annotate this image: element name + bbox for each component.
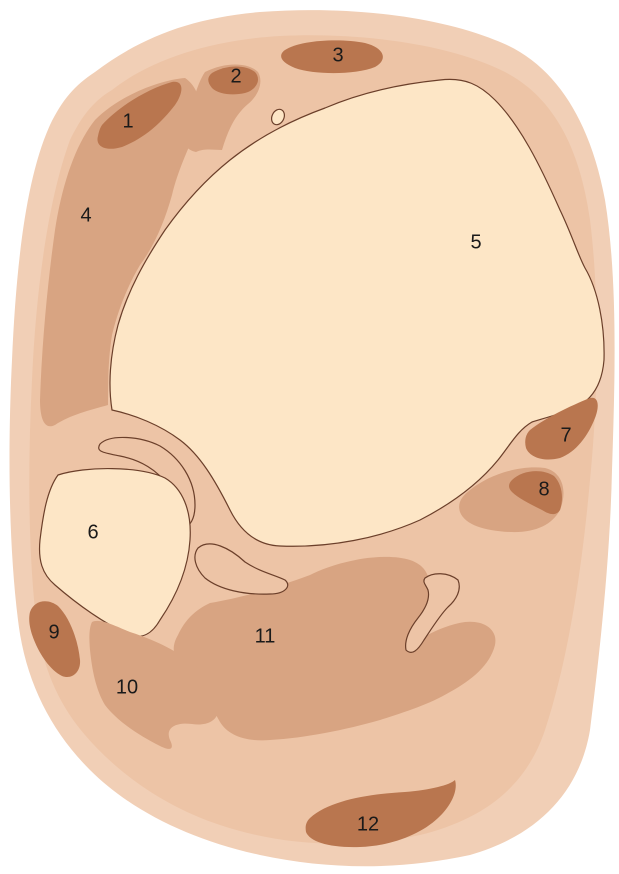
- label-7: 7: [560, 424, 571, 446]
- label-5: 5: [470, 231, 481, 253]
- label-4: 4: [80, 204, 91, 226]
- label-1: 1: [122, 110, 133, 132]
- label-3: 3: [332, 44, 343, 66]
- label-8: 8: [538, 478, 549, 500]
- label-6: 6: [87, 521, 98, 543]
- label-9: 9: [48, 621, 59, 643]
- label-11: 11: [255, 625, 276, 647]
- label-10: 10: [116, 676, 138, 698]
- label-12: 12: [357, 813, 379, 835]
- label-2: 2: [230, 65, 241, 87]
